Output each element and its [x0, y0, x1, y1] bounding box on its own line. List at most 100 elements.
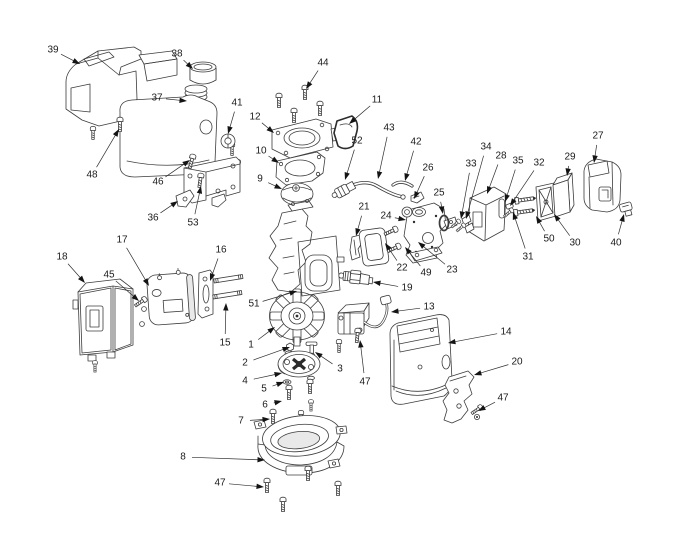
- leader-arrowhead: [504, 194, 510, 202]
- callout-label: 45: [103, 270, 115, 281]
- callout-label: 38: [171, 49, 183, 60]
- leader-arrowhead: [182, 160, 190, 167]
- leader-line: [406, 150, 414, 175]
- leader-arrowhead: [512, 212, 518, 220]
- leader-arrowhead: [554, 214, 561, 222]
- leader-line: [257, 330, 270, 340]
- callout-label: 15: [219, 338, 231, 349]
- callout-primer-base: 9: [257, 174, 282, 189]
- callout-label: 43: [383, 123, 395, 134]
- flywheel: [269, 288, 325, 347]
- leader-arrowhead: [465, 211, 471, 219]
- callout-engine-cover: 39: [47, 45, 80, 64]
- leader-arrowhead: [209, 273, 216, 281]
- leader-arrowhead: [592, 155, 598, 163]
- callout-choke-knob: 40: [610, 214, 625, 249]
- callout-label: 44: [317, 58, 329, 69]
- callout-engine-housing: 14: [448, 327, 512, 345]
- callout-label: 4: [242, 376, 248, 387]
- callout-housing-screw-top: 7: [238, 416, 270, 427]
- callout-label: 47: [497, 393, 509, 404]
- fuel-line-fitting: [331, 181, 357, 199]
- callout-label: 30: [569, 238, 581, 249]
- leader-arrowhead: [131, 294, 139, 301]
- callout-carb-mount-screw: 44: [306, 58, 329, 89]
- callout-hanger-bracket: 20: [474, 357, 523, 376]
- leader-line: [191, 456, 259, 461]
- leader-line: [461, 172, 470, 213]
- carb-mount-screws: [275, 84, 324, 123]
- leader-arrowhead: [274, 371, 282, 378]
- leader-line: [346, 149, 355, 174]
- leader-line: [262, 292, 291, 302]
- callout-line-clamp: 26: [414, 163, 434, 199]
- callout-label: 25: [433, 188, 445, 199]
- callout-carburetor: 23: [418, 242, 458, 276]
- muffler-gasket: [197, 269, 214, 319]
- callout-flywheel: 1: [248, 327, 275, 351]
- leader-arrowhead: [271, 156, 279, 163]
- leader-arrowhead: [257, 457, 265, 463]
- callout-label: 28: [495, 151, 507, 162]
- leader-arrowhead: [72, 58, 80, 64]
- callout-cylinder-assembly: 51: [248, 290, 297, 310]
- callout-label: 49: [420, 268, 432, 279]
- filter-element: [552, 172, 575, 218]
- leader-line: [567, 165, 569, 170]
- callout-muffler: 17: [116, 235, 149, 286]
- leader-arrowhead: [619, 214, 625, 222]
- leader-arrowhead: [355, 228, 361, 236]
- leader-line: [489, 164, 499, 188]
- callout-label: 39: [47, 45, 59, 56]
- leader-line: [416, 176, 425, 193]
- callout-label: 26: [422, 163, 434, 174]
- callout-starter-pawl: 3: [315, 352, 343, 375]
- intake-insulator: [358, 227, 390, 267]
- callout-airbox-base: 28: [487, 151, 507, 194]
- callout-label: 40: [610, 238, 622, 249]
- callout-label: 23: [446, 265, 458, 276]
- leader-line: [388, 248, 398, 261]
- leader-arrowhead: [398, 215, 406, 222]
- leader-line: [440, 201, 443, 208]
- leader-line: [268, 182, 276, 187]
- leader-arrowhead: [179, 97, 187, 103]
- leader-arrowhead: [391, 308, 399, 314]
- leader-line: [183, 59, 189, 65]
- leader-arrowhead: [274, 183, 282, 189]
- callout-intake-elbow: 11: [349, 95, 383, 124]
- callout-airbox-screw-b: 34: [465, 142, 492, 219]
- leader-arrowhead: [227, 126, 233, 134]
- leader-arrowhead: [404, 173, 410, 181]
- leader-line: [115, 280, 134, 297]
- callout-label: 50: [543, 234, 555, 245]
- leader-arrowhead: [510, 198, 517, 206]
- cylinder-assembly: [268, 199, 345, 297]
- callout-housing-screw: 47: [214, 478, 264, 490]
- callout-label: 35: [512, 156, 524, 167]
- callout-fuel-line-fitting: 52: [344, 136, 363, 180]
- leader-line: [480, 364, 509, 374]
- choke-knob: [618, 201, 633, 217]
- leader-line: [165, 163, 185, 178]
- leader-arrowhead: [376, 171, 383, 179]
- callout-label: 21: [358, 202, 370, 213]
- leader-arrowhead: [448, 338, 456, 345]
- muffler-cover-screws: [133, 295, 149, 327]
- callout-label: 33: [465, 159, 477, 170]
- leader-arrowhead: [459, 211, 465, 219]
- callout-fuel-tank: 37: [151, 93, 187, 104]
- leader-line: [467, 155, 484, 213]
- callout-fuel-cap: 38: [171, 49, 193, 69]
- callout-label: 27: [592, 131, 604, 142]
- leader-arrowhead: [266, 126, 274, 133]
- callout-carb-gasket: 10: [255, 146, 279, 163]
- leader-arrowhead: [267, 327, 275, 334]
- leader-arrowhead: [349, 117, 357, 124]
- leader-arrowhead: [78, 275, 85, 283]
- leader-line: [194, 192, 200, 215]
- callout-label: 20: [511, 357, 523, 368]
- leader-line: [379, 136, 388, 173]
- leader-line: [618, 220, 623, 235]
